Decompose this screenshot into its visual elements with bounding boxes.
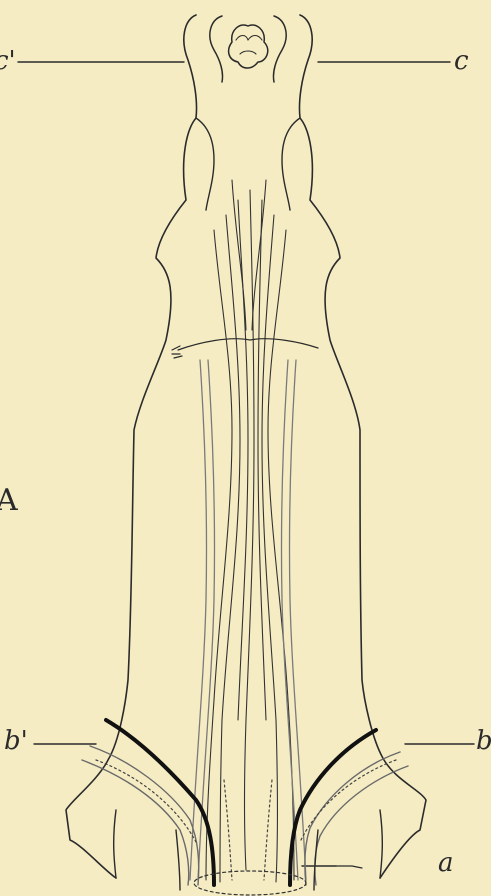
thick-nerve-right xyxy=(290,730,376,885)
neck-outline-right xyxy=(282,118,300,210)
lower-limb-left xyxy=(114,810,180,890)
label-b: b xyxy=(476,728,491,754)
body-outline xyxy=(66,15,426,878)
head-crown xyxy=(210,16,286,82)
lower-limb-right xyxy=(314,810,382,890)
neck-outline-left xyxy=(196,118,214,210)
side-letter: A xyxy=(0,486,18,516)
fibre-bundle xyxy=(206,180,294,882)
label-b-prime: b' xyxy=(4,728,28,754)
label-a: a xyxy=(438,850,454,876)
leader-line-a-tail xyxy=(336,866,362,868)
label-c-prime: c' xyxy=(0,48,16,74)
head-lobes xyxy=(236,36,262,55)
label-c: c xyxy=(454,48,469,74)
